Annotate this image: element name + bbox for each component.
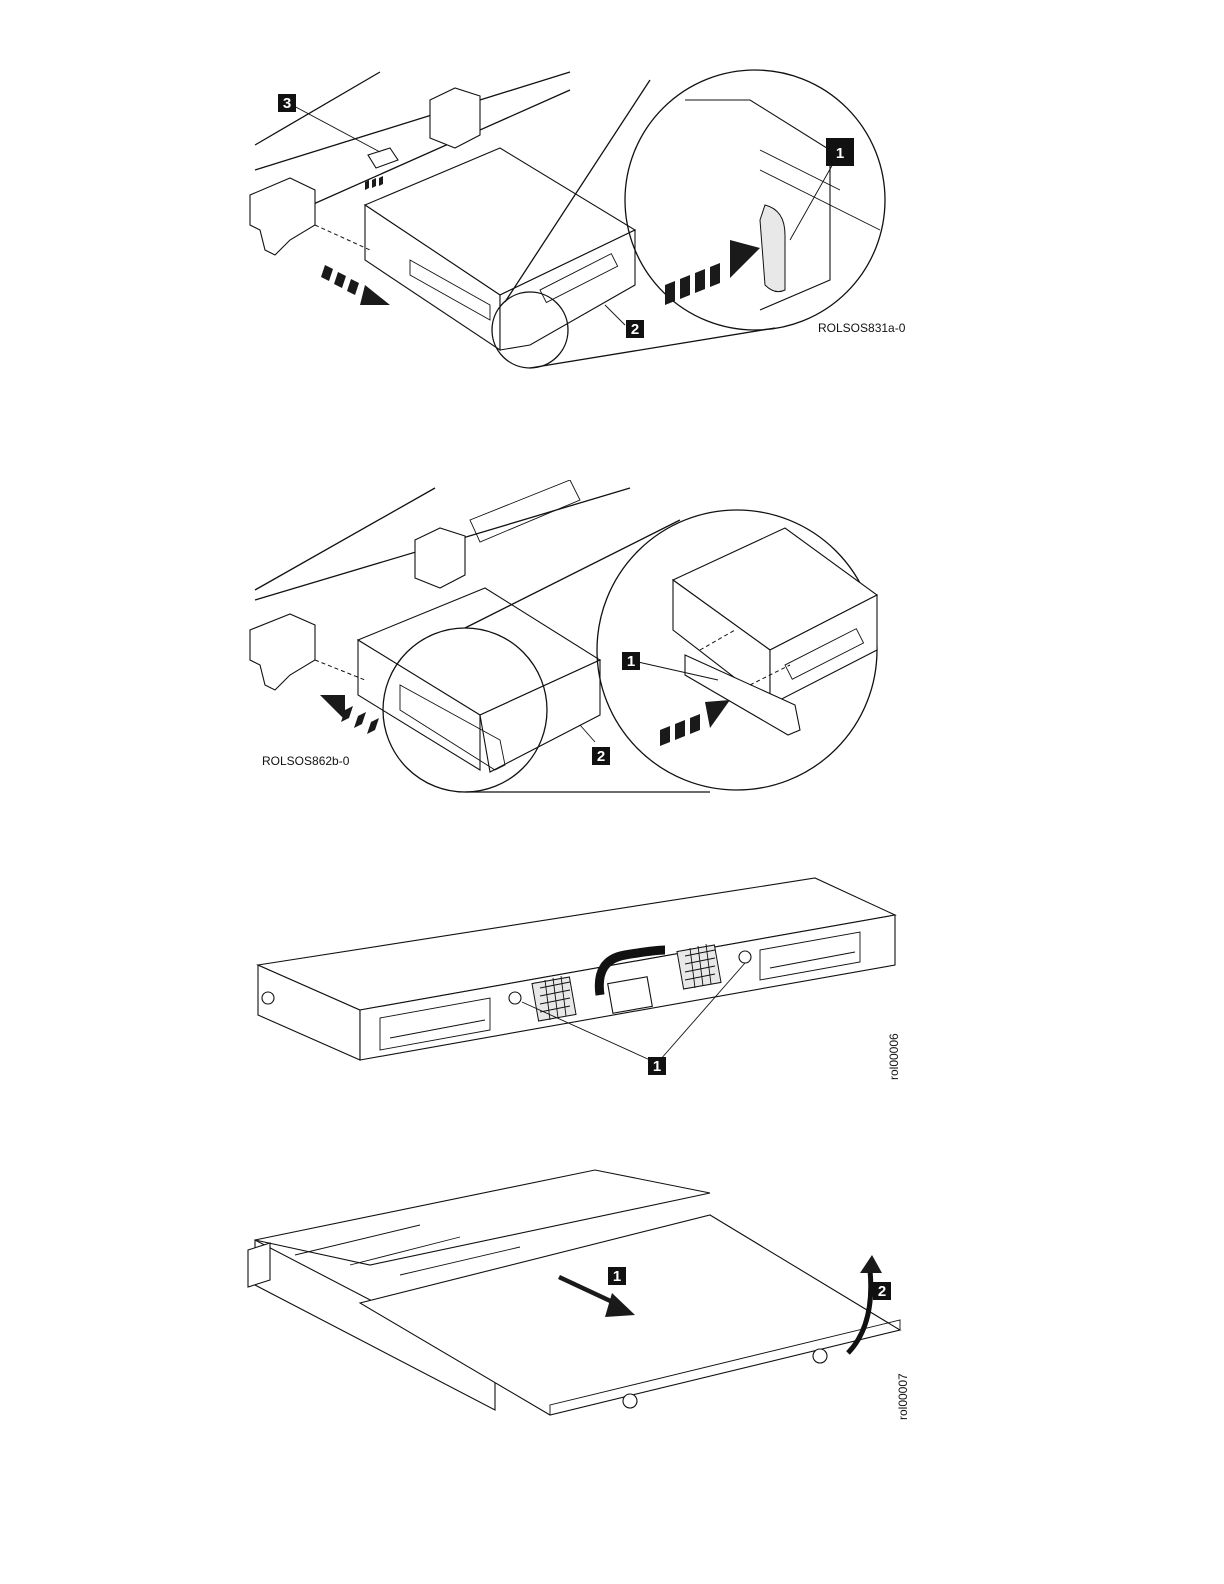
- callout-number: 3: [283, 95, 291, 112]
- power-receptacle: [608, 977, 653, 1013]
- callout-badge: 2: [592, 747, 610, 765]
- small-direction-arrow: [365, 176, 383, 190]
- chassis-bracket-right: [430, 88, 480, 148]
- thumbscrew-icon: [813, 1349, 827, 1363]
- magnify-lead-line: [530, 328, 775, 368]
- fan-grille-left: [532, 976, 576, 1021]
- chassis-rail: [470, 480, 580, 542]
- push-direction-arrow: [660, 700, 730, 746]
- figure-id-label: ROLSOS831a-0: [818, 321, 906, 335]
- figure-rear-thumbscrews: 1 rol00006: [240, 870, 920, 1090]
- chassis-edge-line: [255, 72, 380, 145]
- figure-drive-bracket-install: 1 2 ROLSOS862b-0: [240, 480, 940, 800]
- callout-number: 2: [631, 321, 639, 338]
- callout-leader: [605, 305, 625, 325]
- figure-id-label: rol00006: [887, 1033, 901, 1080]
- callout-number: 1: [836, 145, 844, 162]
- figure-drive-removal-latch: 1 2 3 ROLSOS831a-0: [240, 60, 940, 380]
- chassis-bracket-left: [250, 178, 315, 255]
- callout-badge: 1: [826, 138, 854, 166]
- callout-badge: 1: [648, 1057, 666, 1075]
- callout-badge: 2: [873, 1282, 891, 1300]
- thumbscrew-icon: [623, 1394, 637, 1408]
- chassis-front-bezel: [248, 1243, 270, 1287]
- figure-id-label: ROLSOS862b-0: [262, 754, 350, 768]
- thumbscrew-icon: [262, 992, 274, 1004]
- magnify-lead-line: [465, 520, 680, 628]
- chassis-edge-line: [255, 72, 570, 170]
- figure-2-illustration: 1 2 ROLSOS862b-0: [240, 480, 940, 800]
- callout-number: 2: [878, 1283, 886, 1300]
- callout-number: 1: [653, 1058, 661, 1075]
- callout-leader: [580, 725, 595, 742]
- callout-badge: 1: [622, 652, 640, 670]
- figure-3-illustration: 1 rol00006: [240, 870, 920, 1090]
- callout-badge: 3: [278, 94, 296, 112]
- figure-1-illustration: 1 2 3 ROLSOS831a-0: [240, 60, 940, 380]
- latch-tab: [368, 148, 398, 168]
- chassis-bracket-right: [415, 528, 465, 588]
- callout-number: 1: [627, 653, 635, 670]
- callout-number: 2: [597, 748, 605, 765]
- chassis-edge-line: [255, 488, 435, 590]
- insertion-guide-line: [315, 225, 370, 250]
- figure-id-label: rol00007: [896, 1373, 910, 1420]
- push-direction-arrow: [665, 240, 760, 305]
- callout-number: 1: [613, 1268, 621, 1285]
- pull-direction-arrow: [321, 265, 390, 305]
- thumbscrew-icon: [509, 992, 521, 1004]
- figure-cover-removal: 1 2 rol00007: [240, 1155, 920, 1430]
- thumbscrew-icon: [739, 951, 751, 963]
- fan-grille-right: [677, 944, 721, 989]
- figure-4-illustration: 1 2 rol00007: [240, 1155, 920, 1430]
- chassis-bracket-left: [250, 614, 315, 690]
- callout-badge: 2: [626, 320, 644, 338]
- zoom-detail: [665, 100, 880, 310]
- callout-badge: 1: [608, 1267, 626, 1285]
